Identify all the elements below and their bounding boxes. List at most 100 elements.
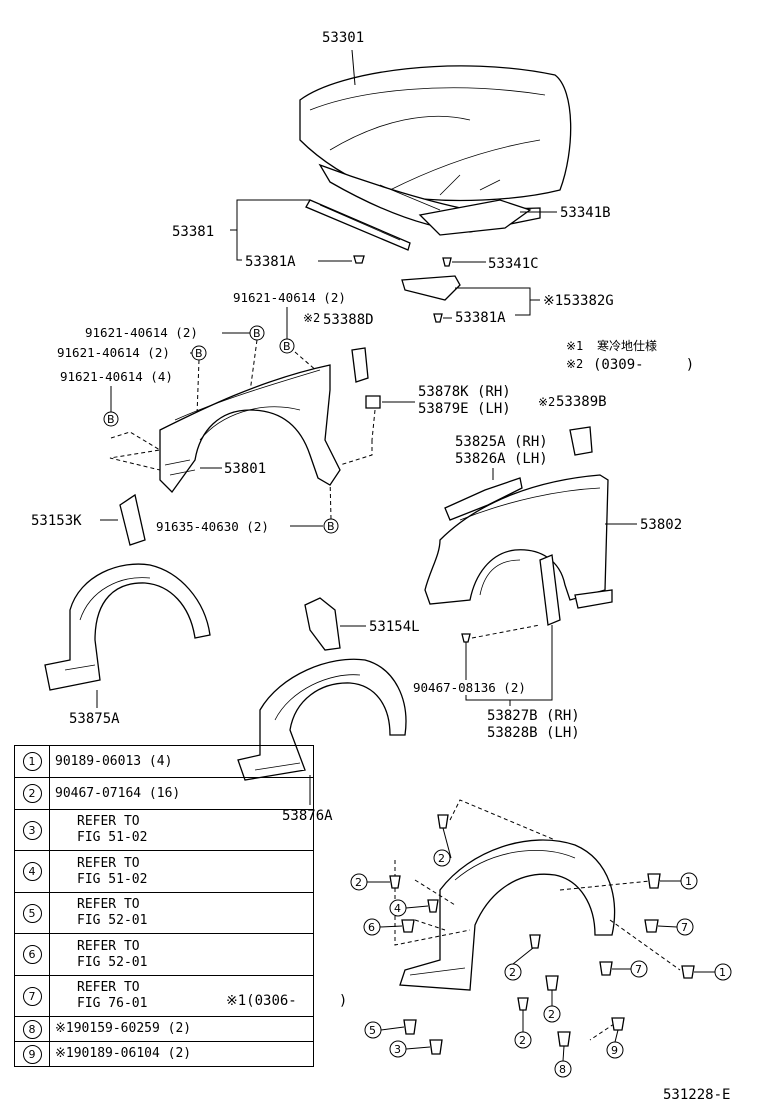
svg-text:B: B	[283, 340, 291, 353]
hood-cushion-icon	[442, 257, 452, 267]
hood-sub-seal-part[interactable]	[401, 275, 461, 301]
callout-b-5: B	[323, 518, 339, 534]
legend-star2-text: (0309- )	[593, 357, 694, 373]
callout-7-b: 7	[630, 960, 648, 978]
callout-7-a: 7	[676, 918, 694, 936]
callout-1-a: 1	[680, 872, 698, 890]
ref-line2: FIG 51-02	[77, 830, 148, 845]
callout-4: 4	[389, 899, 407, 917]
ref-line1: REFER TO	[77, 855, 140, 871]
label-liner-left: 53875A	[69, 711, 120, 727]
star2-mark-53389: ※2	[538, 395, 555, 409]
label-seal-53153: 53153K	[31, 513, 82, 529]
svg-text:2: 2	[355, 876, 362, 889]
bracket-rh-lh-part[interactable]	[365, 395, 381, 409]
svg-text:1: 1	[719, 966, 726, 979]
ref-line1: REFER TO	[77, 897, 140, 912]
ref-num: 5	[22, 903, 42, 923]
label-screw-d: 91621-40614 (4)	[60, 369, 173, 384]
fastener-icons	[389, 814, 695, 1055]
legend-star2-mark: ※2	[566, 357, 583, 371]
callout-2-a: 2	[433, 849, 451, 867]
label-hood-bracket: 53341B	[560, 205, 611, 221]
panel-part[interactable]	[444, 477, 523, 521]
callout-2-b: 2	[350, 873, 368, 891]
callout-8: 8	[554, 1060, 572, 1078]
label-seal-sub-clip: 53381A	[455, 310, 506, 326]
svg-text:B: B	[195, 347, 203, 360]
star2-mark-53388: ※2	[303, 311, 320, 325]
ref-text: ※190189-06104 (2)	[49, 1041, 314, 1067]
label-screw-b: 91621-40614 (2)	[85, 325, 198, 340]
ref-line2: FIG 52-01	[77, 954, 148, 970]
ref-row-9: 9 ※190189-06104 (2)	[14, 1041, 314, 1067]
ref-text: 90189-06013 (4)	[49, 745, 314, 778]
hood-part[interactable]	[299, 65, 572, 236]
svg-text:2: 2	[438, 852, 445, 865]
label-bracket-rh: 53878K (RH)	[418, 384, 511, 400]
callout-2-d: 2	[543, 1005, 561, 1023]
ref-text: 90467-07164 (16)	[49, 777, 314, 810]
label-panel-rh: 53825A (RH)	[455, 434, 548, 450]
ref-line2: FIG 52-01	[77, 913, 148, 928]
svg-text:8: 8	[559, 1063, 566, 1076]
hood-seal-part[interactable]	[305, 199, 411, 251]
legend-star1-mark: ※1	[566, 339, 583, 353]
legend-star1-text: 寒冷地仕様	[597, 338, 657, 353]
sub-seal-clip-icon	[433, 313, 443, 323]
seal-53153-part[interactable]	[119, 493, 146, 546]
lower-liner-assembly[interactable]	[399, 839, 616, 991]
label-bracket-d: 53388D	[323, 312, 374, 328]
ref-line1: REFER TO	[77, 938, 140, 954]
diagram-code: 531228-E	[663, 1087, 730, 1103]
label-protector-lh: 53828B (LH)	[487, 725, 580, 741]
callout-b-1: B	[249, 325, 265, 341]
callout-b-4: B	[103, 411, 119, 427]
left-liner-part[interactable]	[44, 563, 211, 691]
left-fender-part[interactable]	[159, 364, 341, 494]
protector-part[interactable]	[539, 554, 561, 626]
reference-table: 1 90189-06013 (4) 2 90467-07164 (16) 3 R…	[14, 745, 314, 1067]
label-protector-rh: 53827B (RH)	[487, 708, 580, 724]
bracket-d-part[interactable]	[351, 347, 369, 383]
callout-2-c: 2	[504, 963, 522, 981]
callout-2-e: 2	[514, 1031, 532, 1049]
label-seal-53154: 53154L	[369, 619, 420, 635]
ref-num: 7	[22, 986, 42, 1006]
svg-text:7: 7	[635, 963, 642, 976]
right-fender-part[interactable]	[424, 474, 609, 605]
svg-text:5: 5	[369, 1024, 376, 1037]
label-seal-sub: ※153382G	[543, 293, 614, 309]
callout-b-3: B	[279, 338, 295, 354]
ref-line2: FIG 51-02	[77, 871, 148, 887]
label-hood: 53301	[322, 30, 364, 46]
ref-num: 1	[22, 752, 42, 771]
label-bolt-91635: 91635-40630 (2)	[156, 519, 269, 534]
callout-3: 3	[389, 1040, 407, 1058]
seal-53154-part[interactable]	[304, 597, 341, 651]
label-seal-clip: 53381A	[245, 254, 296, 270]
label-hood-cushion: 53341C	[488, 256, 539, 272]
svg-text:B: B	[107, 413, 115, 426]
clip-90467-icon	[461, 633, 471, 643]
svg-text:B: B	[253, 327, 261, 340]
ref-num: 3	[22, 820, 42, 840]
svg-text:3: 3	[394, 1043, 401, 1056]
label-fender-left: 53801	[224, 461, 266, 477]
label-panel-lh: 53826A (LH)	[455, 451, 548, 467]
svg-text:2: 2	[519, 1034, 526, 1047]
svg-text:B: B	[327, 520, 335, 533]
bracket-89b-part[interactable]	[569, 426, 593, 456]
label-screw-c: 91621-40614 (2)	[57, 345, 170, 360]
seal-clip-icon	[353, 255, 365, 264]
callout-9: 9	[606, 1041, 624, 1059]
ref-row-1: 1 90189-06013 (4)	[14, 745, 314, 778]
ref-num: 8	[22, 1019, 42, 1039]
label-fender-right: 53802	[640, 517, 682, 533]
ref-num: 6	[22, 945, 42, 964]
ref-line2: FIG 76-01	[77, 996, 148, 1011]
ref-num: 2	[22, 784, 42, 803]
